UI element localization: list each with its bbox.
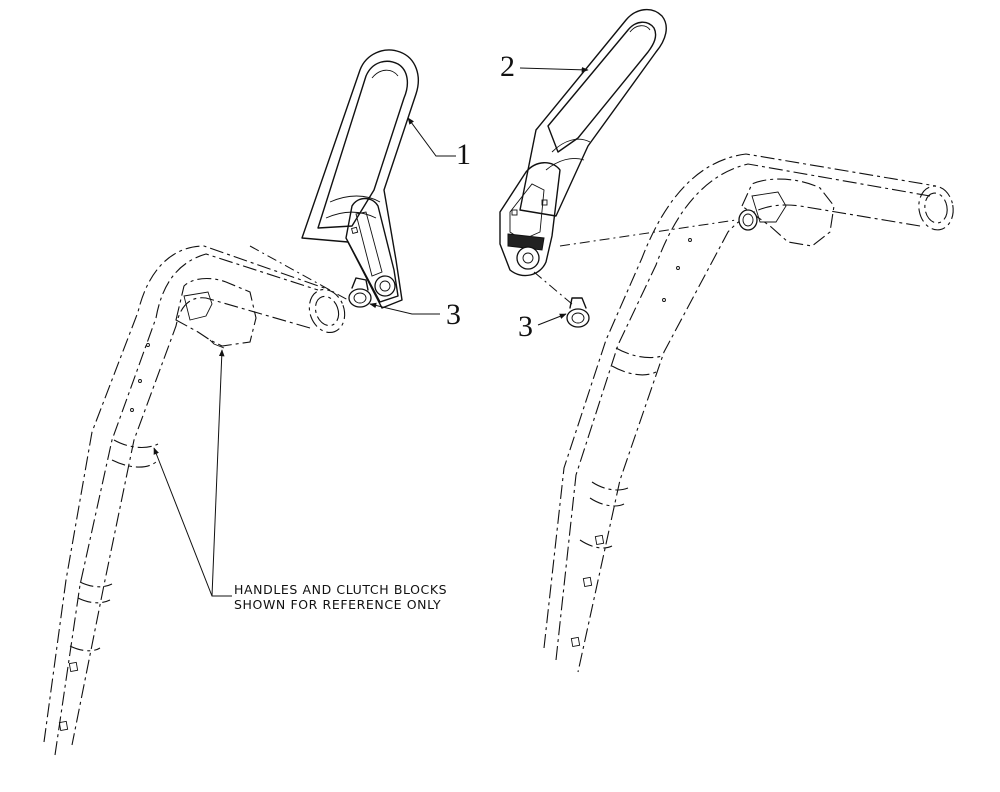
callout-2: 2 xyxy=(500,50,515,83)
callout-leaders xyxy=(153,67,589,597)
left-handle-reference xyxy=(43,245,346,756)
right-handle-reference xyxy=(543,153,954,673)
part-1-left-control-lever xyxy=(301,49,419,309)
callout-1: 1 xyxy=(456,138,471,171)
reference-note-line-1: HANDLES AND CLUTCH BLOCKS xyxy=(234,582,447,597)
reference-note-line-2: SHOWN FOR REFERENCE ONLY xyxy=(234,597,441,612)
assembly-axis-lines xyxy=(249,219,737,305)
callout-3-right-bolt: 3 xyxy=(518,310,533,343)
part-2-right-control-lever xyxy=(499,9,667,277)
part-3-bolt-left xyxy=(348,277,372,308)
callout-3-left-bolt: 3 xyxy=(446,298,461,331)
